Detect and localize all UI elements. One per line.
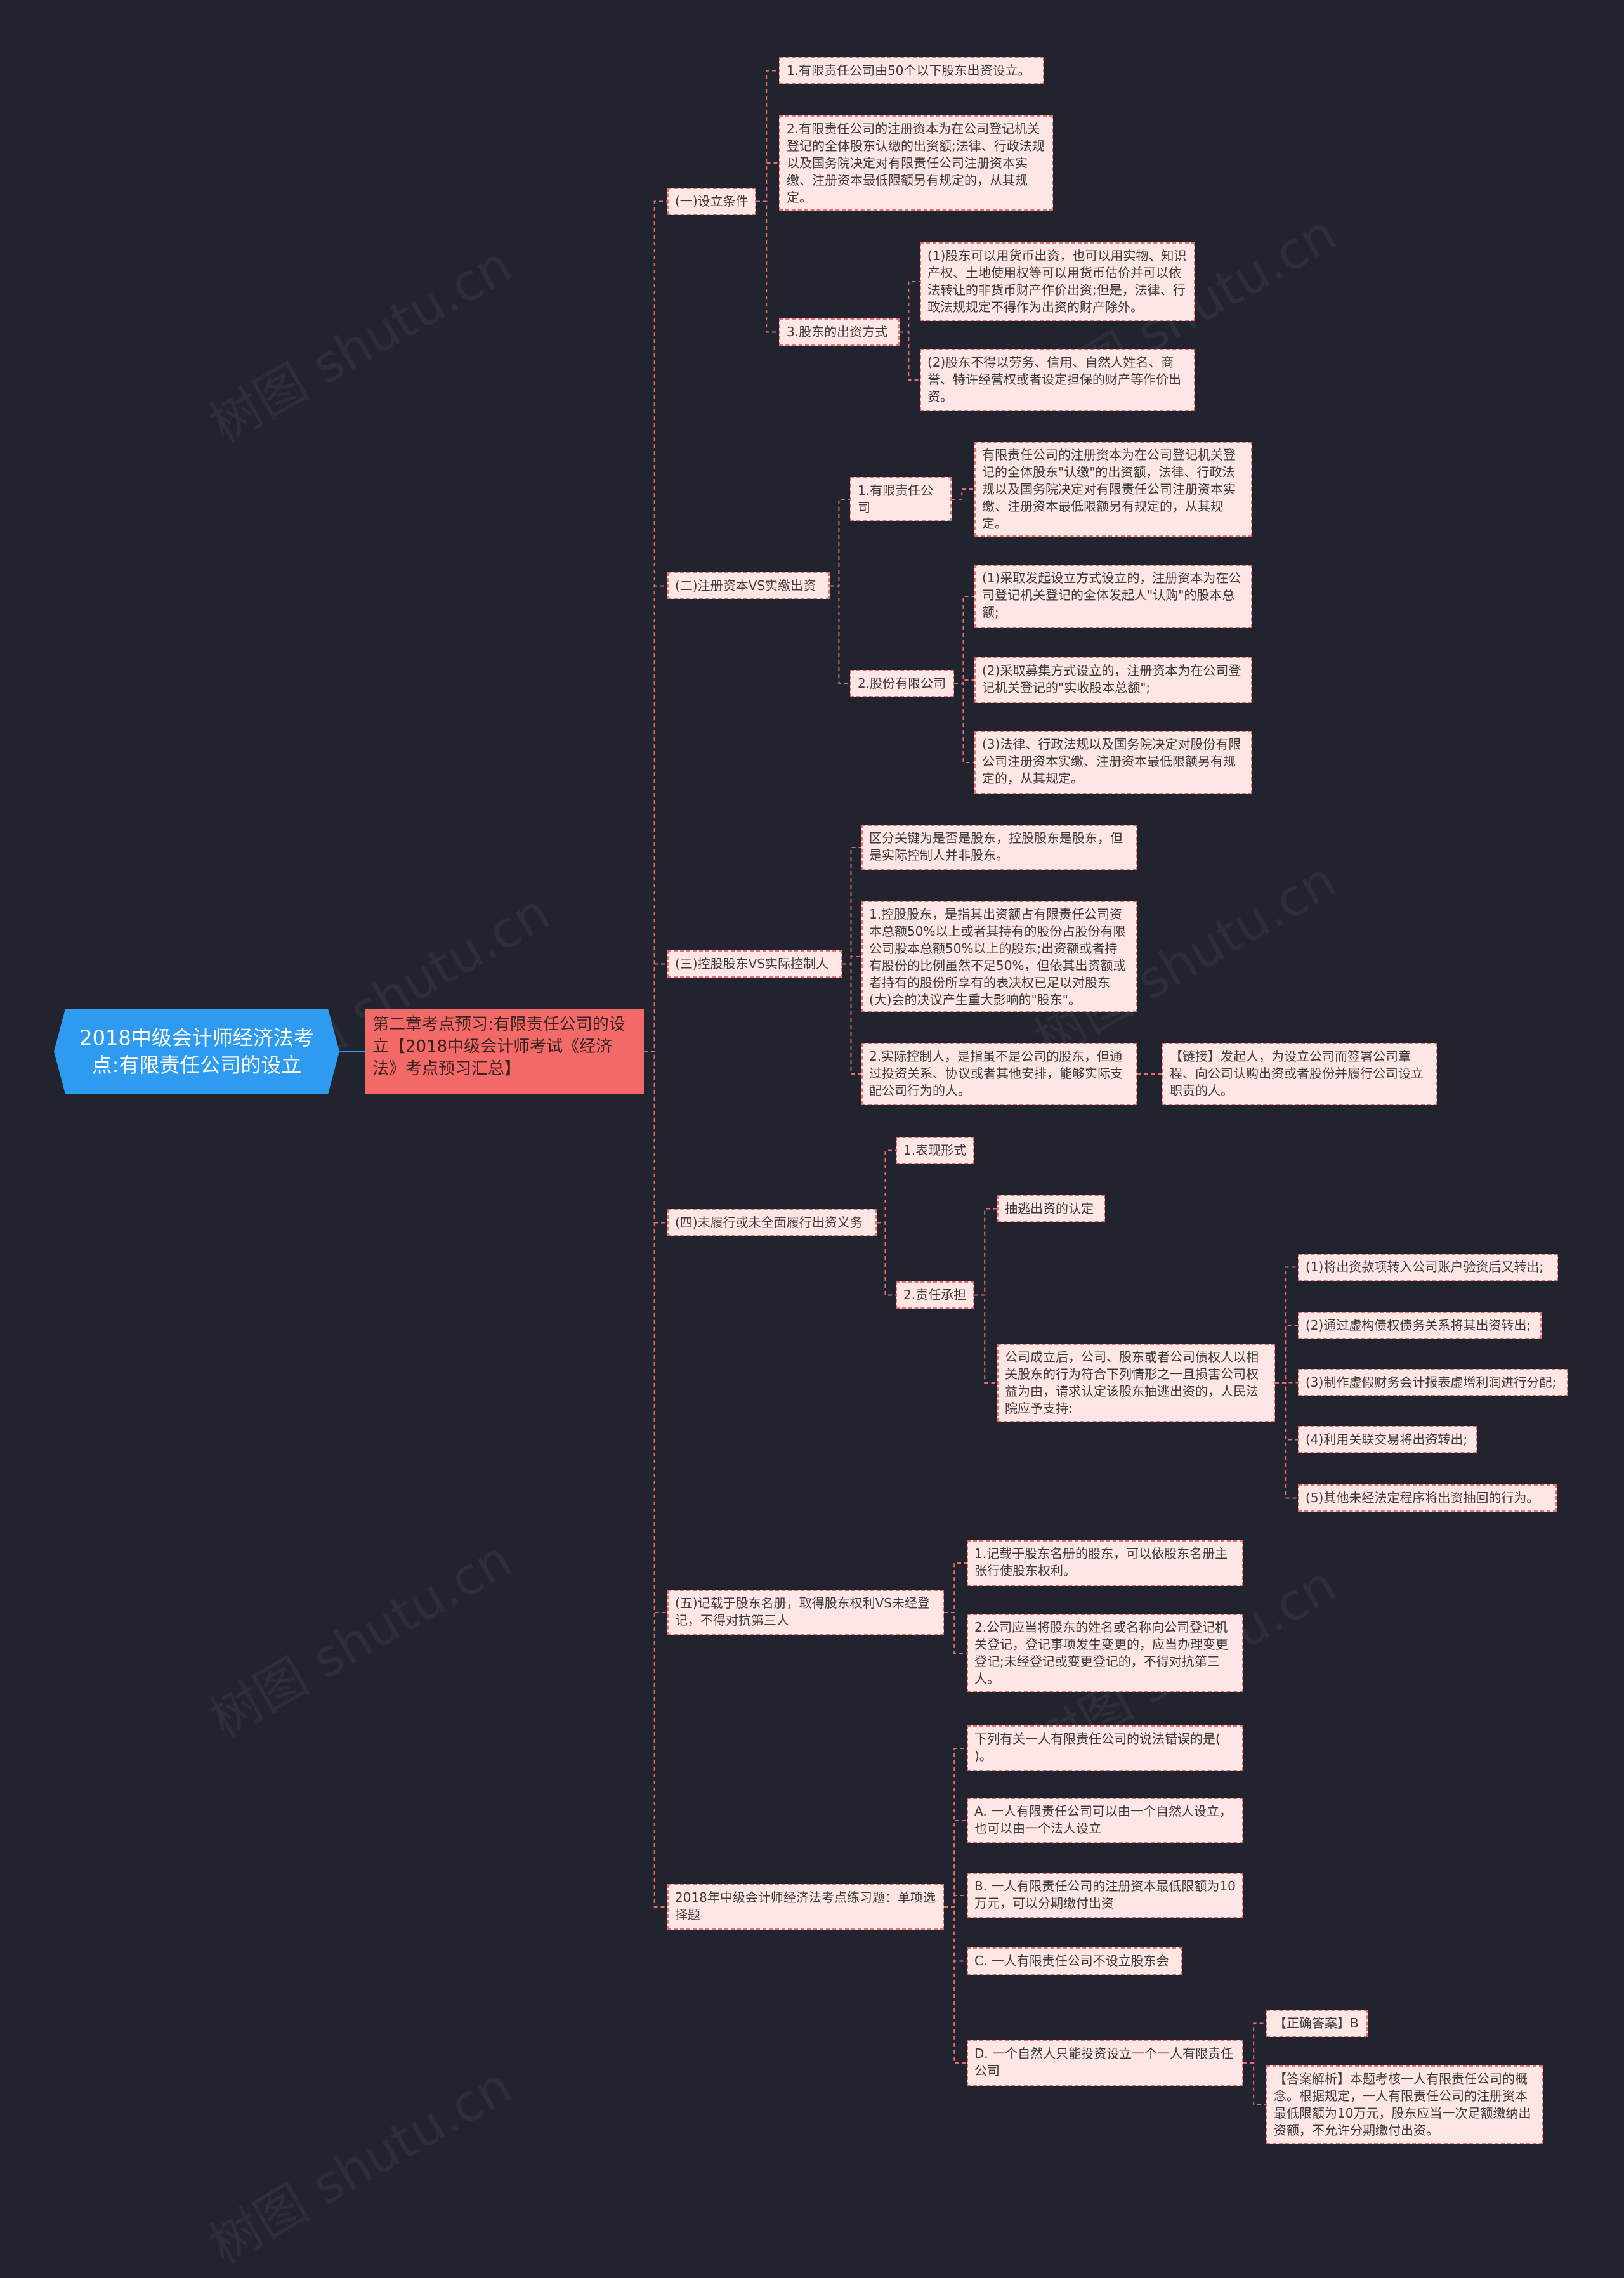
option-d[interactable]: D. 一个自然人只能投资设立一个一人有限责任公司 bbox=[967, 2040, 1243, 2086]
option-a[interactable]: A. 一人有限责任公司可以由一个自然人设立，也可以由一个法人设立 bbox=[967, 1798, 1243, 1843]
topic-llc[interactable]: 1.有限责任公司 bbox=[850, 477, 952, 521]
section-practice-question[interactable]: 2018年中级会计师经济法考点练习题：单项选择题 bbox=[667, 1884, 944, 1930]
connector-line bbox=[944, 1562, 967, 1613]
connector-line bbox=[756, 70, 779, 202]
connector-line bbox=[644, 1051, 667, 1613]
connector-line bbox=[944, 1906, 967, 1962]
topic-shareholder-limit[interactable]: 1.有限责任公司由50个以下股东出资设立。 bbox=[779, 57, 1044, 84]
topic-actual-controller[interactable]: 2.实际控制人，是指虽不是公司的股东，但通过投资关系、协议或者其他安排，能够实际… bbox=[861, 1043, 1137, 1105]
connector-line bbox=[842, 963, 861, 1075]
topic-case-5[interactable]: (5)其他未经法定程序将出资抽回的行为。 bbox=[1298, 1484, 1557, 1512]
connector-line bbox=[756, 200, 779, 333]
connector-line bbox=[954, 683, 974, 763]
correct-answer[interactable]: 【正确答案】B bbox=[1266, 2010, 1368, 2037]
option-c[interactable]: C. 一人有限责任公司不设立股东会 bbox=[967, 1947, 1182, 1975]
topic-special-rules[interactable]: (3)法律、行政法规以及国务院决定对股份有限公司注册资本实缴、注册资本最低限额另… bbox=[974, 731, 1252, 794]
topic-case-2[interactable]: (2)通过虚构债权债务关系将其出资转出; bbox=[1298, 1312, 1542, 1339]
topic-case-3[interactable]: (3)制作虚假财务会计报表虚增利润进行分配; bbox=[1298, 1369, 1568, 1396]
connector-line bbox=[974, 1208, 997, 1296]
connector-line bbox=[842, 956, 861, 965]
connector-line bbox=[842, 847, 861, 965]
connector-line bbox=[1275, 1382, 1298, 1499]
topic-promoter-link[interactable]: 【链接】发起人，为设立公司而签署公司章程、向公司认购出资或者股份并履行公司设立职… bbox=[1162, 1043, 1437, 1105]
connector-line bbox=[1243, 2062, 1266, 2105]
topic-joint-stock-company[interactable]: 2.股份有限公司 bbox=[850, 670, 954, 697]
connector-line bbox=[830, 499, 850, 587]
connector-line bbox=[944, 1895, 967, 1908]
connector-line bbox=[900, 331, 920, 381]
topic-offering-method[interactable]: (2)采取募集方式设立的，注册资本为在公司登记机关登记的"实收股本总额"; bbox=[974, 657, 1252, 703]
connector-line bbox=[944, 1820, 967, 1908]
topic-promotion-method[interactable]: (1)采取发起设立方式设立的，注册资本为在公司登记机关登记的全体发起人"认购"的… bbox=[974, 565, 1252, 628]
topic-contribution-methods[interactable]: 3.股东的出资方式 bbox=[779, 318, 900, 346]
connector-line bbox=[900, 281, 920, 333]
topic-key-difference[interactable]: 区分关键为是否是股东，控股股东是股东，但是实际控制人并非股东。 bbox=[861, 825, 1137, 870]
topic-case-1[interactable]: (1)将出资款项转入公司账户验资后又转出; bbox=[1298, 1254, 1558, 1281]
topic-registered-capital[interactable]: 2.有限责任公司的注册资本为在公司登记机关登记的全体股东认缴的出资额;法律、行政… bbox=[779, 115, 1053, 211]
connector-line bbox=[1243, 2022, 1266, 2064]
topic-manifestation[interactable]: 1.表现形式 bbox=[896, 1137, 974, 1164]
connector-line bbox=[644, 585, 667, 1052]
connector-line bbox=[877, 1149, 896, 1224]
connector-line bbox=[644, 1051, 667, 1908]
connector-line bbox=[954, 596, 974, 684]
connector-line bbox=[644, 1051, 667, 1224]
connector-line bbox=[877, 1222, 896, 1296]
topic-contribution-allowed[interactable]: (1)股东可以用货币出资，也可以用实物、知识产权、土地使用权等可以用货币估价并可… bbox=[920, 242, 1195, 321]
connector-line bbox=[756, 162, 779, 202]
root-topic[interactable]: 2018中级会计师经济法考点:有限责任公司的设立 bbox=[54, 1009, 339, 1094]
topic-register-rights[interactable]: 1.记载于股东名册的股东，可以依股东名册主张行使股东权利。 bbox=[967, 1540, 1243, 1586]
connector-line bbox=[944, 1906, 967, 2064]
section-controlling-shareholder[interactable]: (三)控股股东VS实际控制人 bbox=[667, 950, 842, 978]
topic-controlling-shareholder[interactable]: 1.控股股东，是指其出资额占有限责任公司资本总额50%以上或者其持有的股份占股份… bbox=[861, 901, 1137, 1012]
connector-line bbox=[830, 585, 850, 684]
option-b[interactable]: B. 一人有限责任公司的注册资本最低限额为10万元，可以分期缴付出资 bbox=[967, 1873, 1243, 1918]
topic-registration-change[interactable]: 2.公司应当将股东的姓名或名称向公司登记机关登记，登记事项发生变更的，应当办理变… bbox=[967, 1614, 1243, 1692]
answer-explanation[interactable]: 【答案解析】本题考核一人有限责任公司的概念。根据规定，一人有限责任公司的注册资本… bbox=[1266, 2065, 1543, 2144]
section-contribution-obligation[interactable]: (四)未履行或未全面履行出资义务 bbox=[667, 1209, 877, 1236]
connector-lines bbox=[339, 70, 1298, 2105]
connector-line bbox=[944, 1748, 967, 1908]
connector-line bbox=[1275, 1382, 1298, 1441]
topic-liability[interactable]: 2.责任承担 bbox=[896, 1281, 974, 1309]
topic-withdrawal-determination[interactable]: 抽逃出资的认定 bbox=[997, 1195, 1105, 1222]
section-establishment-conditions[interactable]: (一)设立条件 bbox=[667, 188, 756, 215]
main-topic[interactable]: 第二章考点预习:有限责任公司的设立【2018中级会计师考试《经济法》考点预习汇总… bbox=[365, 1009, 644, 1094]
section-shareholder-register[interactable]: (五)记载于股东名册，取得股东权利VS未经登记，不得对抗第三人 bbox=[667, 1590, 944, 1635]
topic-contribution-forbidden[interactable]: (2)股东不得以劳务、信用、自然人姓名、商誉、特许经营权或者设定担保的财产等作价… bbox=[920, 349, 1195, 411]
connector-line bbox=[1275, 1325, 1298, 1384]
topic-case-4[interactable]: (4)利用关联交易将出资转出; bbox=[1298, 1426, 1477, 1453]
section-registered-vs-paid-capital[interactable]: (二)注册资本VS实缴出资 bbox=[667, 572, 830, 599]
topic-llc-capital[interactable]: 有限责任公司的注册资本为在公司登记机关登记的全体股东"认缴"的出资额，法律、行政… bbox=[974, 442, 1252, 537]
question-stem[interactable]: 下列有关一人有限责任公司的说法错误的是( )。 bbox=[967, 1725, 1243, 1771]
connector-line bbox=[944, 1612, 967, 1654]
connector-line bbox=[974, 1294, 997, 1384]
topic-court-support[interactable]: 公司成立后，公司、股东或者公司债权人以相关股东的行为符合下列情形之一且损害公司权… bbox=[997, 1344, 1275, 1422]
connector-line bbox=[952, 488, 974, 500]
connector-line bbox=[644, 200, 667, 1052]
mind-map-canvas: 树图 shutu.cn 树图 shutu.cn 树图 shutu.cn 树图 s… bbox=[54, 57, 1568, 2275]
connector-line bbox=[644, 963, 667, 1052]
